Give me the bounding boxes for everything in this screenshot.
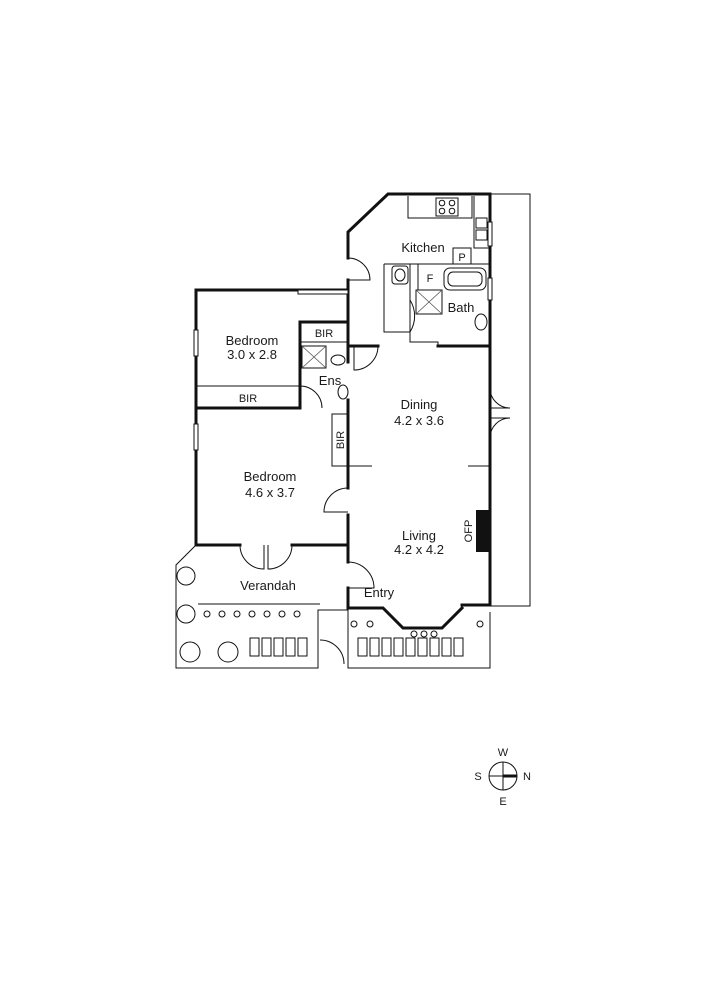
- ens-basin-icon: [337, 384, 349, 400]
- compass-south: S: [474, 771, 481, 783]
- hedge-blocks: [249, 637, 464, 657]
- verandah-outline: [175, 544, 491, 669]
- dining-name: Dining: [401, 397, 438, 412]
- top-window: [297, 289, 349, 295]
- exterior-walls: [194, 192, 492, 630]
- ofp-label: OFP: [463, 520, 475, 543]
- shrubs: [176, 566, 484, 663]
- compass-east: E: [499, 796, 506, 808]
- bathroom-fixtures: [383, 263, 493, 346]
- living-size: 4.2 x 4.2: [394, 542, 444, 557]
- cooktop-icon: [435, 197, 459, 217]
- dining-door-lower: [489, 417, 511, 439]
- bedroom1-size: 3.0 x 2.8: [227, 347, 277, 362]
- pantry-label: P: [458, 252, 465, 264]
- bed2-window: [193, 423, 199, 451]
- shower-icon: [415, 289, 443, 315]
- ens-shower-icon: [301, 345, 327, 369]
- sink-icon: [475, 217, 488, 229]
- verandah-door-left: [239, 544, 265, 570]
- kitchen-label: Kitchen: [401, 240, 444, 255]
- bed2-door: [323, 487, 349, 513]
- compass: W N S E: [474, 747, 531, 808]
- bir-vertical-label: BIR: [335, 431, 347, 449]
- compass-north: N: [523, 771, 531, 783]
- entry-label: Entry: [364, 585, 395, 600]
- bedroom1-name: Bedroom: [226, 333, 279, 348]
- bedroom2-size: 4.6 x 3.7: [245, 485, 295, 500]
- bir-bed1-label: BIR: [239, 393, 257, 405]
- dining-size: 4.2 x 3.6: [394, 413, 444, 428]
- hall-door: [353, 345, 379, 371]
- bir-top-label: BIR: [315, 328, 333, 340]
- living-name: Living: [402, 528, 436, 543]
- bath-label: Bath: [448, 300, 475, 315]
- compass-west: W: [498, 747, 509, 759]
- dining-door-upper: [489, 387, 511, 409]
- bathtub-icon: [443, 267, 487, 291]
- basin-icon: [474, 313, 488, 331]
- kitchen-fixtures: [407, 196, 493, 265]
- entry-door: [347, 561, 375, 589]
- ens-door: [299, 385, 323, 409]
- ens-toilet-icon: [330, 354, 346, 366]
- bedroom2-name: Bedroom: [244, 469, 297, 484]
- toilet-icon: [391, 265, 409, 285]
- bedroom1-fixtures: [193, 289, 350, 410]
- kitchen-door: [347, 257, 371, 281]
- verandah-door-right: [267, 544, 293, 570]
- bir-vertical-box: [331, 413, 349, 467]
- side-path: [489, 193, 531, 607]
- verandah-label: Verandah: [240, 578, 296, 593]
- ensuite-label: Ens: [319, 373, 342, 388]
- fridge-label: F: [427, 273, 434, 285]
- fireplace: [476, 510, 490, 552]
- bed1-window: [193, 329, 199, 357]
